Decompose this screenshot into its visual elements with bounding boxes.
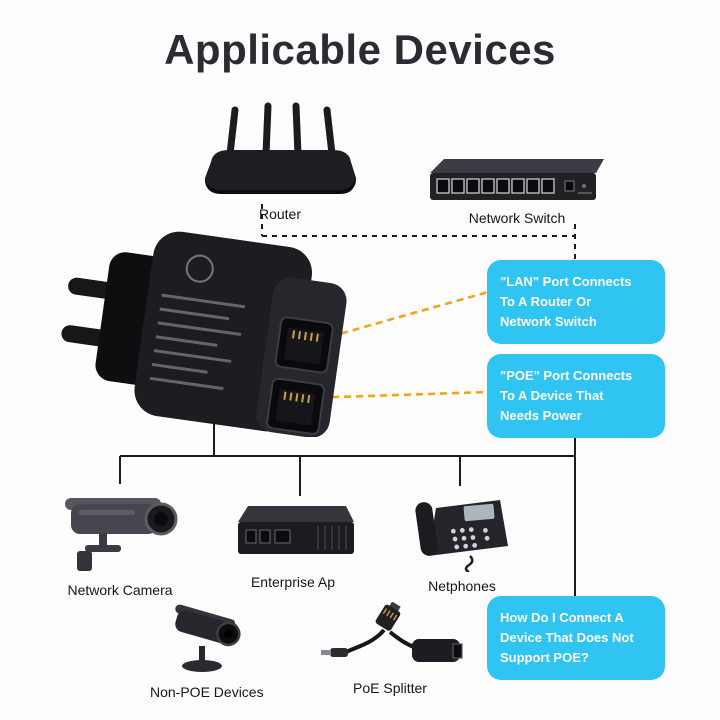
network-camera-label: Network Camera xyxy=(67,582,173,598)
callout-poe-port: "POE" Port Connects To A Device That Nee… xyxy=(487,354,665,439)
network-switch-illustration xyxy=(430,159,604,200)
poe-splitter-figure: PoE Splitter xyxy=(310,602,470,696)
router-label: Router xyxy=(258,206,302,222)
poe-splitter-illustration xyxy=(321,602,463,662)
enterprise-ap-label: Enterprise Ap xyxy=(250,574,336,590)
callout-lan-port: "LAN" Port Connects To A Router Or Netwo… xyxy=(487,260,665,345)
router-figure: Router xyxy=(195,100,365,222)
network-switch-figure: Network Switch xyxy=(422,154,612,226)
netphones-figure: Netphones xyxy=(412,490,512,594)
callout-question: How Do I Connect A Device That Does Not … xyxy=(487,596,665,681)
network-camera-illustration xyxy=(65,498,178,571)
enterprise-ap-figure: Enterprise Ap xyxy=(228,498,358,590)
callout-lan-line-1: "LAN" Port Connects xyxy=(500,274,632,289)
callout-question-line-1: How Do I Connect A xyxy=(500,610,624,625)
network-camera-figure: Network Camera xyxy=(55,488,185,598)
callout-question-line-2: Device That Does Not xyxy=(500,630,634,646)
netphones-illustration xyxy=(415,500,508,572)
non-poe-device-figure: Non-POE Devices xyxy=(150,598,264,700)
adapter-sticker xyxy=(149,254,246,391)
lan-port xyxy=(274,316,334,374)
enterprise-ap-illustration xyxy=(238,506,354,554)
poe-port xyxy=(266,377,325,435)
non-poe-device-label: Non-POE Devices xyxy=(150,684,264,700)
callout-poe-line-3: Needs Power xyxy=(500,408,582,424)
network-switch-label: Network Switch xyxy=(468,210,566,226)
router-illustration xyxy=(204,102,357,194)
page-title: Applicable Devices xyxy=(164,26,556,73)
netphones-label: Netphones xyxy=(428,578,496,594)
callout-question-line-3: Support POE? xyxy=(500,650,589,666)
non-poe-camera-illustration xyxy=(175,604,241,672)
poe-injector-figure xyxy=(55,222,365,437)
callout-lan-line-2: To A Router Or xyxy=(500,294,592,310)
poe-injector-illustration xyxy=(61,231,347,437)
callout-poe-line-2: To A Device That xyxy=(500,388,604,404)
callout-poe-line-1: "POE" Port Connects xyxy=(500,368,633,383)
poe-splitter-label: PoE Splitter xyxy=(353,680,427,696)
callout-lan-line-3: Network Switch xyxy=(500,314,597,330)
